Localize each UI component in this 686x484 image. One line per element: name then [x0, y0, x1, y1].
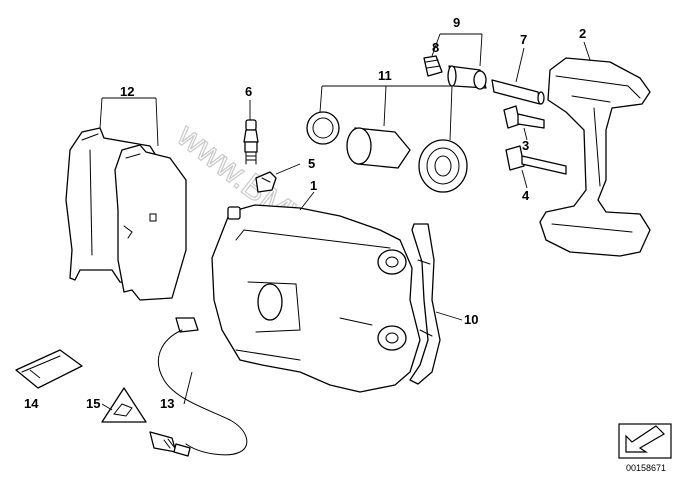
guide-bolt[interactable]	[491, 79, 545, 105]
hex-bolt-short[interactable]	[503, 105, 545, 129]
grease-packet[interactable]	[15, 349, 83, 389]
part-number-15: 15	[86, 396, 100, 411]
warning-label[interactable]	[101, 387, 147, 423]
retaining-spring[interactable]	[409, 223, 441, 385]
piston-repair-kit[interactable]	[306, 111, 468, 193]
dust-cap[interactable]	[255, 171, 277, 193]
part-number-7: 7	[520, 32, 527, 47]
guide-sleeve[interactable]	[447, 65, 487, 90]
part-number-12: 12	[120, 84, 134, 99]
part-number-3: 3	[522, 138, 529, 153]
part-number-11: 11	[378, 68, 392, 83]
brake-pad-set[interactable]	[65, 127, 187, 301]
part-number-2: 2	[579, 26, 586, 41]
part-number-4: 4	[522, 188, 530, 203]
part-number-1: 1	[310, 178, 317, 193]
part-number-5: 5	[308, 156, 315, 171]
part-number-6: 6	[245, 84, 252, 99]
part-number-8: 8	[432, 40, 439, 55]
part-number-14: 14	[24, 396, 39, 411]
brake-caliper-housing[interactable]	[211, 204, 421, 393]
diagram-code: 00158671	[626, 463, 666, 473]
wear-sensor[interactable]	[149, 317, 248, 457]
part-number-10: 10	[464, 312, 478, 327]
leader-lines	[29, 33, 591, 411]
part-number-9: 9	[453, 15, 460, 30]
bleeder-screw[interactable]	[243, 119, 259, 165]
guide-sleeve-boot[interactable]	[423, 55, 443, 77]
caliper-carrier[interactable]	[539, 57, 651, 257]
hex-bolt-long[interactable]	[505, 145, 567, 175]
part-number-13: 13	[160, 396, 174, 411]
direction-arrow-icon	[618, 423, 672, 459]
